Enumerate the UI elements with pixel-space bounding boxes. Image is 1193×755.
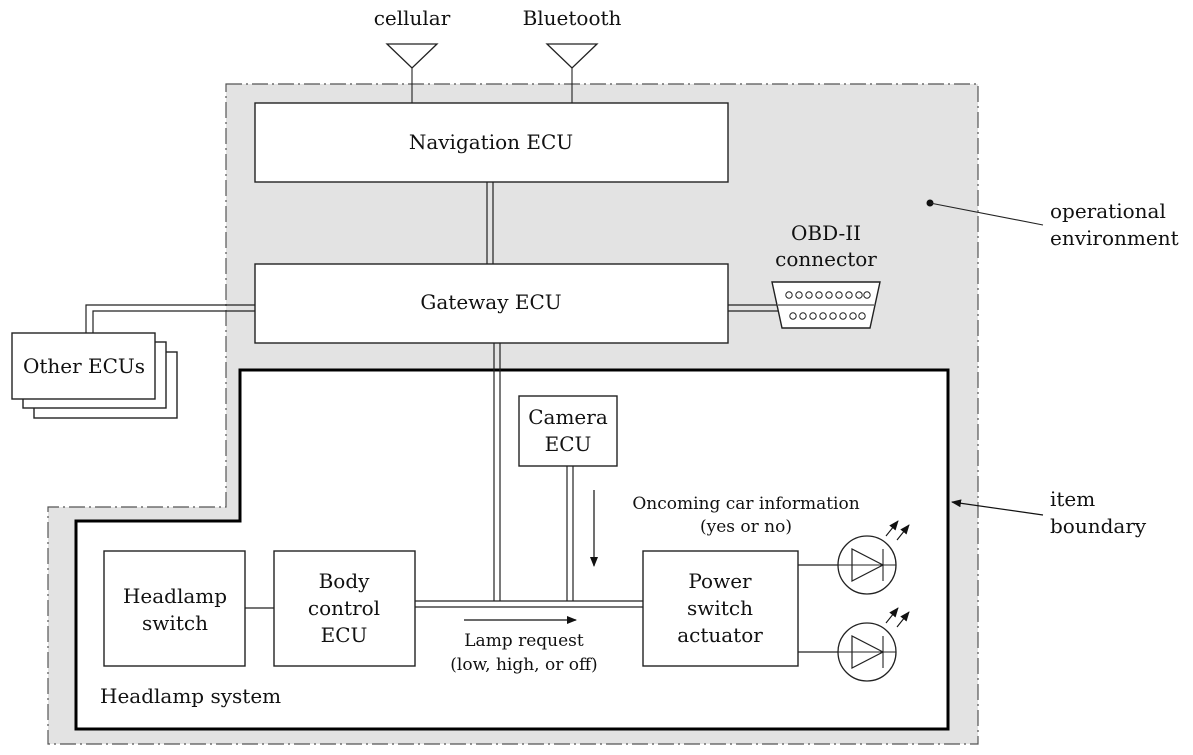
lamp-request-label-line2: (low, high, or off) — [450, 655, 597, 675]
oncoming-info-label-line1: Oncoming car information — [632, 494, 859, 514]
navigation-gateway-link — [486, 182, 494, 264]
obd-label-line2: connector — [775, 247, 877, 271]
body-control-ecu-box — [273, 550, 416, 667]
body-control-label-line3: ECU — [321, 623, 368, 647]
body-control-label-line1: Body — [319, 569, 371, 593]
cellular-antenna-icon — [385, 43, 439, 103]
headlamp-switch-label-line2: switch — [142, 611, 208, 635]
obd-label-line1: OBD-II — [791, 221, 861, 245]
gateway-ecu-box — [254, 263, 729, 344]
item-boundary-label-line2: boundary — [1050, 514, 1147, 538]
gateway-ecu-label: Gateway ECU — [420, 290, 561, 314]
obd-connector-icon — [771, 281, 881, 329]
bluetooth-label: Bluetooth — [523, 6, 622, 30]
power-switch-label-line2: switch — [687, 596, 753, 620]
gateway-obd-link — [728, 304, 778, 312]
operational-callout-leader — [929, 202, 1044, 226]
power-switch-label-line3: actuator — [677, 623, 763, 647]
camera-ecu-label-line2: ECU — [545, 432, 592, 456]
power-switch-label-line1: Power — [688, 569, 752, 593]
item-boundary-label-line1: item — [1050, 487, 1095, 511]
headlamp-led-2-icon — [837, 607, 910, 682]
item-boundary-region — [74, 368, 950, 731]
body-power-bus — [415, 600, 643, 608]
navigation-ecu-box — [254, 102, 729, 183]
camera-ecu-box — [518, 395, 618, 467]
operational-label-line1: operational — [1050, 199, 1166, 223]
other-ecus-label: Other ECUs — [23, 354, 145, 378]
power-switch-actuator-box — [642, 550, 799, 667]
lamp-request-label-line1: Lamp request — [464, 631, 584, 651]
body-control-label-line2: control — [308, 596, 380, 620]
oncoming-info-label-line2: (yes or no) — [700, 517, 792, 537]
camera-bus-link — [566, 466, 574, 601]
headlamp-system-label: Headlamp system — [100, 684, 281, 708]
other-ecus-stack — [11, 332, 178, 419]
headlamp-switch-box — [103, 550, 246, 667]
headlamp-switch-label-line1: Headlamp — [123, 584, 227, 608]
gateway-other-ecus-link — [85, 304, 255, 333]
bluetooth-antenna-icon — [545, 43, 599, 103]
camera-ecu-label-line1: Camera — [528, 405, 608, 429]
headlamp-led-1-icon — [837, 520, 910, 595]
navigation-ecu-label: Navigation ECU — [409, 130, 573, 154]
cellular-label: cellular — [374, 6, 451, 30]
gateway-bus-link — [493, 343, 501, 601]
operational-label-line2: environment — [1050, 226, 1179, 250]
item-boundary-callout-arrow — [951, 499, 1044, 516]
